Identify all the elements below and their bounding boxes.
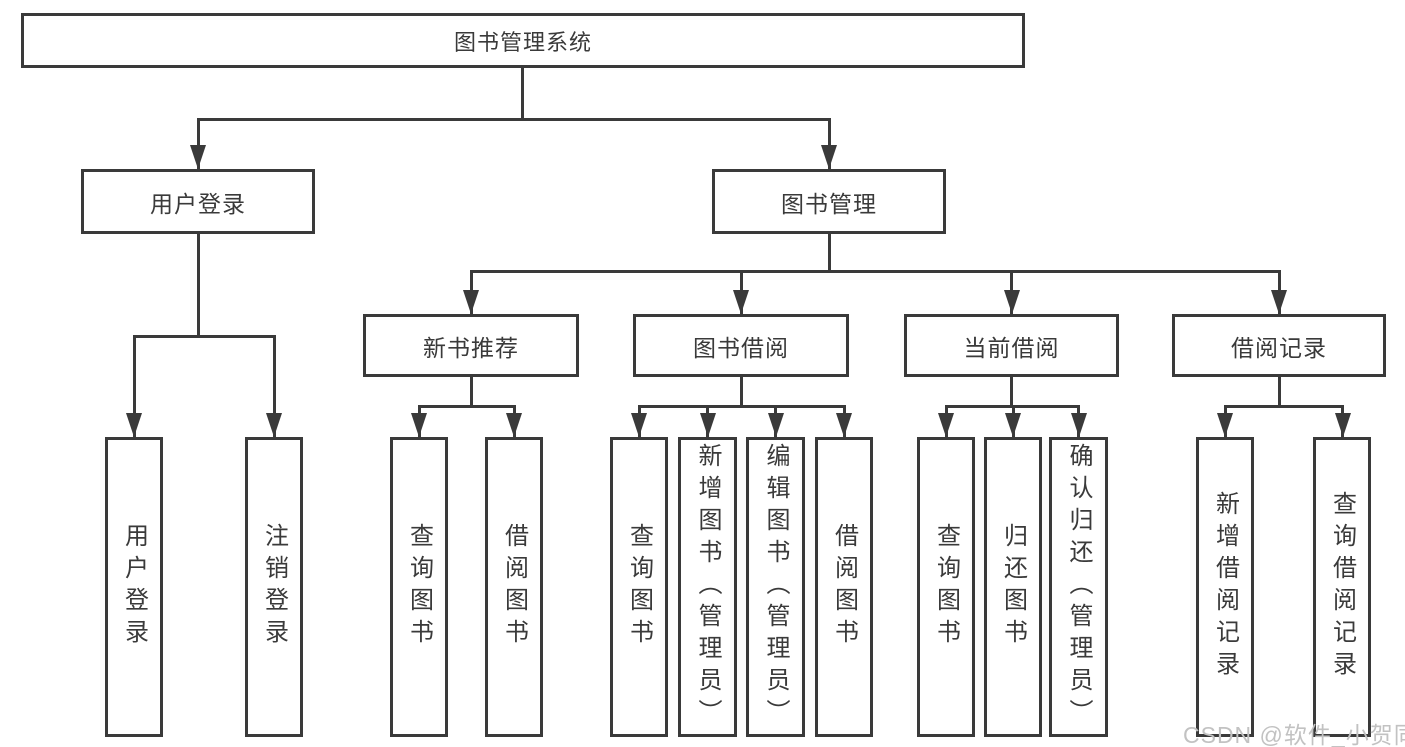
arrowhead-down-icon: [1005, 413, 1021, 437]
node-library-management-system: 图书管理系统: [21, 13, 1025, 68]
leaf-label: 借阅图书: [500, 523, 528, 651]
leaf-label: 查询图书: [405, 523, 433, 651]
node-new-book-recommend: 新书推荐: [363, 314, 579, 377]
leaf-label: 确认归还（管理员）: [1065, 443, 1092, 731]
leaf-query-books-current: 查询图书: [917, 437, 975, 737]
connector-hline: [469, 269, 1281, 273]
leaf-label: 新增图书（管理员）: [694, 443, 721, 731]
leaf-add-book-admin: 新增图书（管理员）: [678, 437, 737, 737]
node-label: 新书推荐: [423, 334, 519, 361]
arrowhead-down-icon: [821, 145, 837, 169]
arrowhead-down-icon: [631, 413, 647, 437]
arrowhead-down-icon: [1334, 413, 1351, 437]
leaf-query-books-recommend: 查询图书: [390, 437, 448, 737]
node-borrowing-records: 借阅记录: [1172, 314, 1386, 377]
arrowhead-down-icon: [1217, 413, 1233, 437]
node-book-borrowing: 图书借阅: [633, 314, 849, 377]
connector-vline: [827, 117, 831, 170]
leaf-edit-book-admin: 编辑图书（管理员）: [746, 437, 805, 737]
node-user-login: 用户登录: [81, 169, 315, 234]
arrowhead-down-icon: [1003, 290, 1020, 314]
connector-hline: [1223, 404, 1344, 408]
connector-hline: [132, 334, 276, 338]
connector-vline: [1277, 377, 1281, 407]
node-label: 图书管理系统: [453, 29, 592, 55]
leaf-confirm-return-admin: 确认归还（管理员）: [1049, 437, 1108, 737]
leaf-label: 用户登录: [120, 523, 148, 651]
arrowhead-down-icon: [411, 413, 427, 437]
connector-vline: [827, 234, 831, 272]
node-label: 当前借阅: [963, 334, 1060, 361]
node-label: 用户登录: [150, 190, 246, 217]
node-label: 图书管理: [781, 190, 877, 217]
connector-vline: [1010, 377, 1013, 407]
connector-vline: [132, 334, 136, 437]
connector-hline: [417, 404, 516, 408]
arrowhead-down-icon: [733, 290, 749, 314]
arrowhead-down-icon: [266, 413, 282, 437]
leaf-add-borrow-record: 新增借阅记录: [1196, 437, 1254, 737]
arrowhead-down-icon: [1271, 290, 1287, 314]
leaf-label: 归还图书: [999, 523, 1027, 651]
leaf-label: 查询图书: [932, 523, 960, 651]
leaf-label: 查询图书: [625, 523, 653, 651]
arrowhead-down-icon: [699, 413, 716, 437]
leaf-borrow-books: 借阅图书: [815, 437, 873, 737]
connector-vline: [520, 68, 524, 120]
connector-vline: [196, 234, 200, 337]
arrowhead-down-icon: [836, 413, 852, 437]
connector-vline: [739, 377, 743, 407]
arrowhead-down-icon: [938, 413, 954, 437]
arrowhead-down-icon: [126, 413, 142, 437]
leaf-return-books: 归还图书: [984, 437, 1042, 737]
leaf-borrow-books-recommend: 借阅图书: [485, 437, 543, 737]
arrowhead-down-icon: [190, 145, 206, 169]
leaf-user-login: 用户登录: [105, 437, 163, 737]
leaf-label: 注销登录: [260, 523, 288, 651]
connector-vline: [272, 334, 276, 437]
leaf-logout: 注销登录: [245, 437, 303, 737]
leaf-label: 编辑图书（管理员）: [762, 443, 789, 731]
connector-vline: [469, 377, 473, 407]
leaf-query-borrow-record: 查询借阅记录: [1313, 437, 1371, 737]
node-book-management: 图书管理: [712, 169, 946, 234]
leaf-label: 新增借阅记录: [1211, 491, 1239, 683]
node-label: 图书借阅: [693, 334, 789, 361]
connector-hline: [196, 117, 831, 121]
leaf-label: 查询借阅记录: [1328, 491, 1356, 683]
node-current-borrowing: 当前借阅: [904, 314, 1119, 377]
node-label: 借阅记录: [1231, 334, 1327, 361]
arrowhead-down-icon: [767, 413, 784, 437]
csdn-watermark: CSDN @软件_小贺同学: [1183, 722, 1405, 747]
connector-vline: [196, 117, 200, 170]
arrowhead-down-icon: [463, 290, 479, 314]
arrowhead-down-icon: [506, 413, 522, 437]
connector-hline: [637, 404, 846, 408]
leaf-query-books-borrow: 查询图书: [610, 437, 668, 737]
arrowhead-down-icon: [1070, 413, 1087, 437]
leaf-label: 借阅图书: [830, 523, 858, 651]
